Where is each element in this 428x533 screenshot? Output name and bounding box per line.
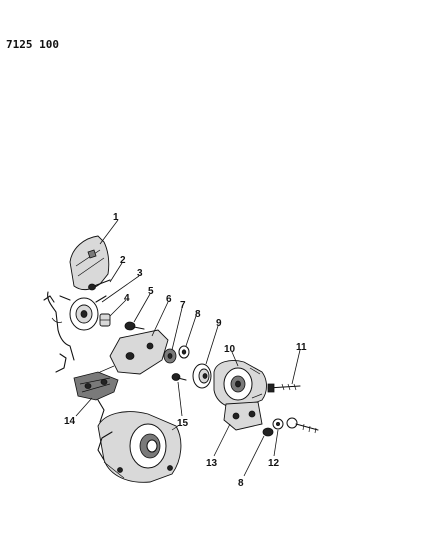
callout-1: 1 (113, 212, 119, 223)
bolt-2 (88, 279, 111, 291)
callout-15: 15 (177, 418, 189, 429)
callout-13: 13 (206, 458, 218, 469)
callout-labels: 1 2 3 4 5 6 7 8 9 10 11 12 13 8 14 15 (64, 212, 307, 489)
mounting-bracket (93, 329, 169, 385)
callout-5: 5 (148, 286, 154, 297)
bolt-15 (171, 373, 187, 381)
callout-7: 7 (180, 300, 186, 311)
timing-belt-cover-upper (69, 235, 110, 291)
washer-12 (272, 418, 284, 430)
washer-8 (178, 345, 190, 359)
spacer-4 (99, 313, 111, 327)
callout-10: 10 (224, 344, 236, 355)
idler-pulley (59, 295, 107, 331)
engine-mount-bracket (73, 371, 119, 423)
callout-4: 4 (124, 293, 130, 304)
bolt-5 (124, 321, 145, 331)
callout-12: 12 (268, 458, 280, 469)
pump-pulley (192, 363, 212, 389)
callout-6: 6 (166, 294, 172, 305)
callout-8-upper: 8 (195, 309, 201, 320)
bolt-11 (267, 383, 301, 393)
engine-front-cover (43, 291, 75, 373)
transmission-housing (97, 411, 182, 483)
bolt-12 (286, 417, 319, 434)
nut-8-lower (262, 427, 274, 437)
callout-11: 11 (296, 342, 307, 353)
spacer-7 (163, 348, 177, 364)
callout-14: 14 (64, 416, 76, 427)
pump-body (213, 360, 267, 409)
diagram-part-number: 7125 100 (6, 38, 59, 51)
callout-8-lower: 8 (238, 478, 244, 489)
leader-lines (75, 219, 301, 477)
callout-2: 2 (120, 255, 126, 266)
callout-9: 9 (216, 318, 222, 329)
lower-bracket (223, 401, 263, 431)
callout-3: 3 (137, 268, 143, 279)
